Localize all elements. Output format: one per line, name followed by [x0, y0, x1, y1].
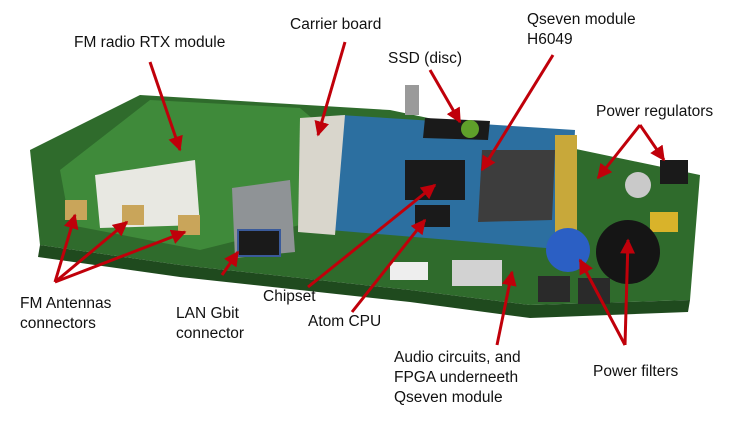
- qseven-dimm-slot: [298, 115, 345, 235]
- lan-port: [237, 229, 281, 257]
- arrow-carrier-board: [314, 41, 347, 137]
- antenna-connector-2: [122, 205, 144, 225]
- label-chipset: Chipset: [263, 288, 316, 305]
- standoff: [405, 85, 419, 115]
- label-ssd: SSD (disc): [388, 50, 463, 67]
- gold-connector: [555, 135, 577, 253]
- label-fm-radio: FM radio RTX module: [74, 34, 226, 51]
- antenna-connector-1: [65, 200, 87, 220]
- electrolytic-capacitor: [625, 172, 651, 198]
- arrow-antenna-1: [53, 213, 79, 283]
- arrow-atom-cpu: [350, 218, 427, 313]
- power-regulator-chip: [660, 160, 688, 184]
- label-qseven: Qseven module H6049: [527, 11, 636, 48]
- fm-radio-shield: [95, 160, 200, 228]
- power-filter-2: [578, 278, 610, 304]
- label-power-regulators: Power regulators: [596, 103, 714, 120]
- ssd-chip: [423, 118, 490, 140]
- label-audio: Audio circuits, and FPGA underneeth Qsev…: [394, 349, 521, 406]
- annotation-arrows: [53, 41, 666, 346]
- arrow-power-filter-1: [578, 258, 627, 346]
- ssd-sticker: [461, 120, 479, 138]
- arrow-power-filter-2: [620, 238, 636, 346]
- label-lan: LAN Gbit connector: [176, 305, 245, 342]
- yellow-capacitor: [650, 212, 678, 232]
- audio-header: [390, 262, 428, 280]
- label-atom-cpu: Atom CPU: [308, 313, 382, 330]
- arrow-qseven: [480, 54, 555, 172]
- label-power-filters: Power filters: [593, 363, 679, 380]
- label-fm-antennas: FM Antennas connectors: [20, 295, 112, 332]
- arrow-antenna-3: [54, 229, 187, 284]
- arrow-fm-radio: [148, 61, 183, 152]
- arrow-power-reg-1: [596, 124, 642, 180]
- arrow-lan: [220, 250, 240, 276]
- arrow-power-reg-2: [638, 124, 666, 162]
- power-filter-1: [538, 276, 570, 302]
- ram-module: [478, 150, 555, 222]
- arrow-audio: [495, 270, 517, 346]
- arrow-antenna-2: [54, 220, 129, 284]
- cpu-chip: [405, 160, 465, 200]
- arrow-ssd: [428, 69, 462, 124]
- usb-connector: [452, 260, 502, 286]
- label-carrier-board: Carrier board: [290, 16, 382, 33]
- arrow-chipset: [307, 183, 437, 289]
